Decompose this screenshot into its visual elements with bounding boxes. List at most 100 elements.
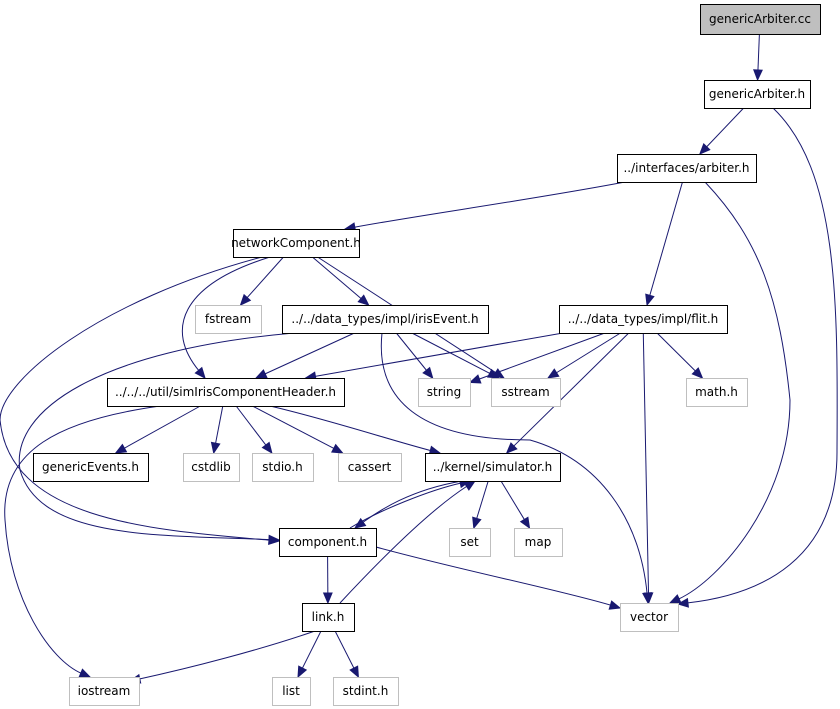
arrowhead — [254, 369, 268, 379]
node-simIris-h[interactable]: ../../../util/simIrisComponentHeader.h — [107, 378, 345, 407]
node-box — [279, 528, 377, 557]
node-genericArbiter-h[interactable]: genericArbiter.h — [704, 80, 811, 109]
node-label: ../../data_types/impl/flit.h — [568, 312, 719, 326]
arrowhead — [194, 366, 206, 379]
node-box — [272, 677, 311, 706]
edge-networkComponent_h-to-irisEvent_h — [312, 256, 370, 306]
edge-line — [312, 256, 363, 300]
node-cstdlib[interactable]: cstdlib — [183, 453, 240, 482]
node-stdint-h[interactable]: stdint.h — [333, 677, 399, 706]
node-arbiter-h[interactable]: ../interfaces/arbiter.h — [617, 154, 757, 183]
node-list[interactable]: list — [272, 677, 311, 706]
edge-line — [246, 256, 284, 299]
arrowhead — [698, 142, 711, 155]
node-label: genericArbiter.cc — [709, 12, 811, 26]
edge-line — [182, 256, 271, 372]
node-box — [704, 80, 811, 109]
arrowhead — [645, 293, 655, 307]
arrowhead — [210, 441, 221, 455]
arrowhead — [753, 69, 763, 82]
edge-genericArbiter_h-to-arbiter_h — [698, 107, 745, 155]
edge-line — [375, 546, 612, 606]
node-label: string — [427, 385, 461, 399]
arrowhead — [668, 594, 682, 604]
node-simulator-h[interactable]: ../kernel/simulator.h — [425, 453, 561, 482]
node-box — [425, 453, 561, 482]
arrowhead — [114, 443, 128, 454]
node-string[interactable]: string — [418, 378, 471, 407]
edge-simulator_h-to-set — [472, 480, 489, 530]
arrowhead — [297, 665, 308, 679]
node-label: set — [460, 535, 479, 549]
edge-line — [757, 33, 760, 72]
edge-line — [314, 332, 564, 377]
node-label: stdio.h — [262, 460, 302, 474]
node-stdio-h[interactable]: stdio.h — [252, 453, 314, 482]
edge-line — [649, 181, 683, 297]
edge-flit_h-to-string — [468, 332, 606, 384]
edge-line — [264, 332, 355, 375]
edge-genericArbiter_cc-to-genericArbiter_h — [753, 33, 763, 82]
node-label: vector — [630, 610, 668, 624]
edge-component_h-to-vector — [375, 546, 622, 610]
node-math-h[interactable]: math.h — [686, 378, 748, 407]
node-label: ../../../util/simIrisComponentHeader.h — [115, 385, 336, 399]
node-label: cassert — [348, 460, 392, 474]
edge-simIris_h-to-genericEvents_h — [114, 405, 201, 454]
edge-line — [362, 480, 463, 524]
node-map[interactable]: map — [514, 528, 563, 557]
arrowhead — [468, 374, 482, 384]
node-cassert[interactable]: cassert — [338, 453, 402, 482]
edge-flit_h-to-math_h — [656, 332, 704, 379]
edge-line — [353, 181, 626, 228]
edge-line — [301, 630, 322, 670]
edge-line — [475, 480, 489, 520]
edge-irisEvent_h-to-string — [395, 332, 434, 380]
node-label: genericEvents.h — [42, 460, 139, 474]
edge-arbiter_h-to-vector — [668, 181, 791, 604]
node-label: iostream — [78, 684, 131, 698]
node-box — [418, 378, 471, 407]
node-set[interactable]: set — [449, 528, 491, 557]
node-link-h[interactable]: link.h — [302, 603, 355, 632]
node-label: map — [525, 535, 552, 549]
node-component-h[interactable]: component.h — [279, 528, 377, 557]
node-label: ../interfaces/arbiter.h — [623, 161, 749, 175]
node-box — [620, 603, 679, 632]
node-flit-h[interactable]: ../../data_types/impl/flit.h — [559, 305, 728, 334]
node-box — [491, 378, 561, 407]
edge-flit_h-to-sstream — [546, 332, 621, 379]
node-box — [252, 453, 314, 482]
node-sstream[interactable]: sstream — [491, 378, 561, 407]
arrowhead — [78, 668, 92, 678]
edge-line — [334, 630, 355, 670]
node-irisEvent-h[interactable]: ../../data_types/impl/irisEvent.h — [282, 305, 489, 334]
node-box — [282, 305, 489, 334]
edge-simIris_h-to-iostream — [4, 405, 161, 678]
arrowhead — [463, 480, 477, 491]
node-genericArbiter-cc[interactable]: genericArbiter.cc — [700, 4, 821, 35]
node-label: ../../data_types/impl/irisEvent.h — [291, 312, 478, 326]
node-networkComponent-h[interactable]: networkComponent.h — [231, 229, 361, 258]
node-box — [338, 453, 402, 482]
node-genericEvents-h[interactable]: genericEvents.h — [33, 453, 149, 482]
arrowhead — [608, 600, 622, 610]
edge-link_h-to-list — [297, 630, 322, 679]
node-fstream[interactable]: fstream — [195, 305, 262, 334]
edge-line — [123, 405, 201, 450]
arrowhead — [268, 534, 281, 545]
node-box — [700, 4, 821, 35]
edge-genericArbiter_h-to-vector — [676, 107, 838, 608]
arrowhead — [643, 592, 654, 605]
arrowhead — [505, 442, 518, 454]
arrowhead — [349, 665, 359, 679]
arrowhead — [691, 367, 704, 379]
edge-line — [478, 332, 606, 380]
edge-component_h-to-link_h — [322, 555, 333, 605]
node-vector[interactable]: vector — [620, 603, 679, 632]
edge-arbiter_h-to-flit_h — [645, 181, 683, 307]
edge-link_h-to-stdint_h — [334, 630, 359, 679]
edge-flit_h-to-simulator_h — [505, 332, 630, 454]
node-iostream[interactable]: iostream — [69, 677, 140, 706]
